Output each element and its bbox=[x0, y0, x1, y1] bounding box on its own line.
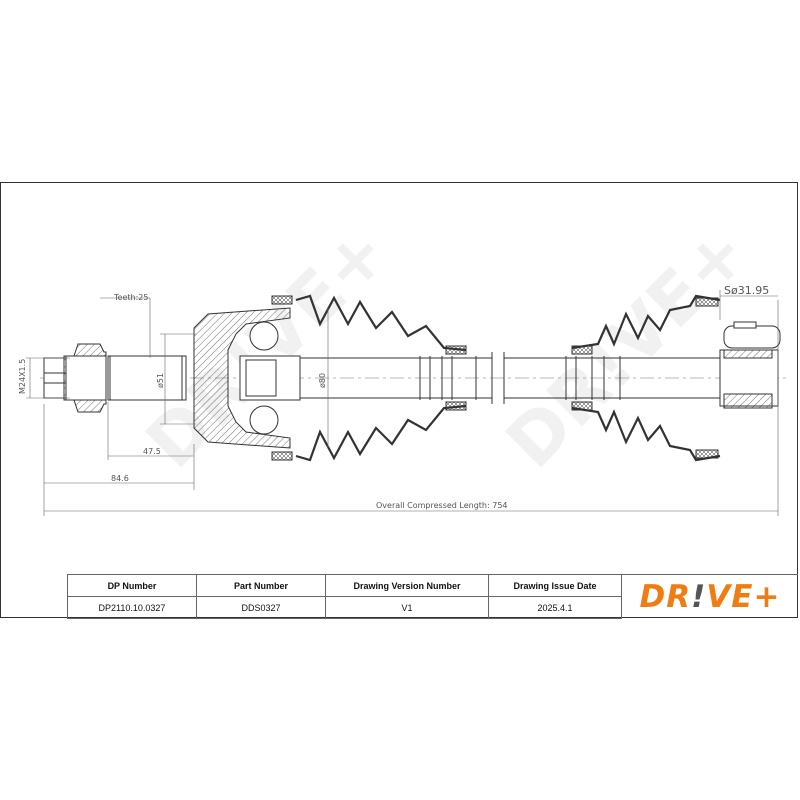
dimension-47-5: 47.5 bbox=[143, 447, 161, 456]
value-dp-number: DP2110.10.0327 bbox=[67, 596, 197, 619]
header-drawing-version: Drawing Version Number bbox=[325, 574, 489, 597]
thread-label: M24X1.5 bbox=[18, 359, 27, 394]
shaft bbox=[300, 352, 720, 404]
dimension-lines bbox=[26, 290, 779, 516]
logo-part2: VE+ bbox=[706, 578, 781, 615]
teeth-label: Teeth:25 bbox=[113, 293, 148, 302]
svg-text:DR!VE+: DR!VE+ bbox=[490, 211, 763, 484]
value-issue-date: 2025.4.1 bbox=[488, 596, 622, 619]
header-dp-number: DP Number bbox=[67, 574, 197, 597]
inner-boot bbox=[571, 294, 721, 462]
title-block: DP Number Part Number Drawing Version Nu… bbox=[67, 574, 798, 619]
logo-bang: ! bbox=[691, 578, 707, 615]
dimension-84-6: 84.6 bbox=[111, 474, 129, 483]
shaft-end-diameter-label: Sø31.95 bbox=[724, 284, 769, 297]
header-issue-date: Drawing Issue Date bbox=[488, 574, 622, 597]
inner-joint bbox=[719, 321, 781, 409]
logo-part1: DR bbox=[639, 578, 692, 615]
threaded-stub bbox=[43, 343, 187, 413]
header-part-number: Part Number bbox=[196, 574, 326, 597]
joint-diameter-label: ø80 bbox=[318, 373, 327, 388]
overall-length-label: Overall Compressed Length: 754 bbox=[376, 501, 508, 510]
spline-diameter-label: ø51 bbox=[156, 373, 165, 388]
value-drawing-version: V1 bbox=[325, 596, 489, 619]
value-part-number: DDS0327 bbox=[196, 596, 326, 619]
outer-cv-joint bbox=[193, 307, 301, 449]
outer-boot bbox=[271, 294, 467, 462]
brand-logo: DR!VE+ bbox=[621, 574, 798, 619]
